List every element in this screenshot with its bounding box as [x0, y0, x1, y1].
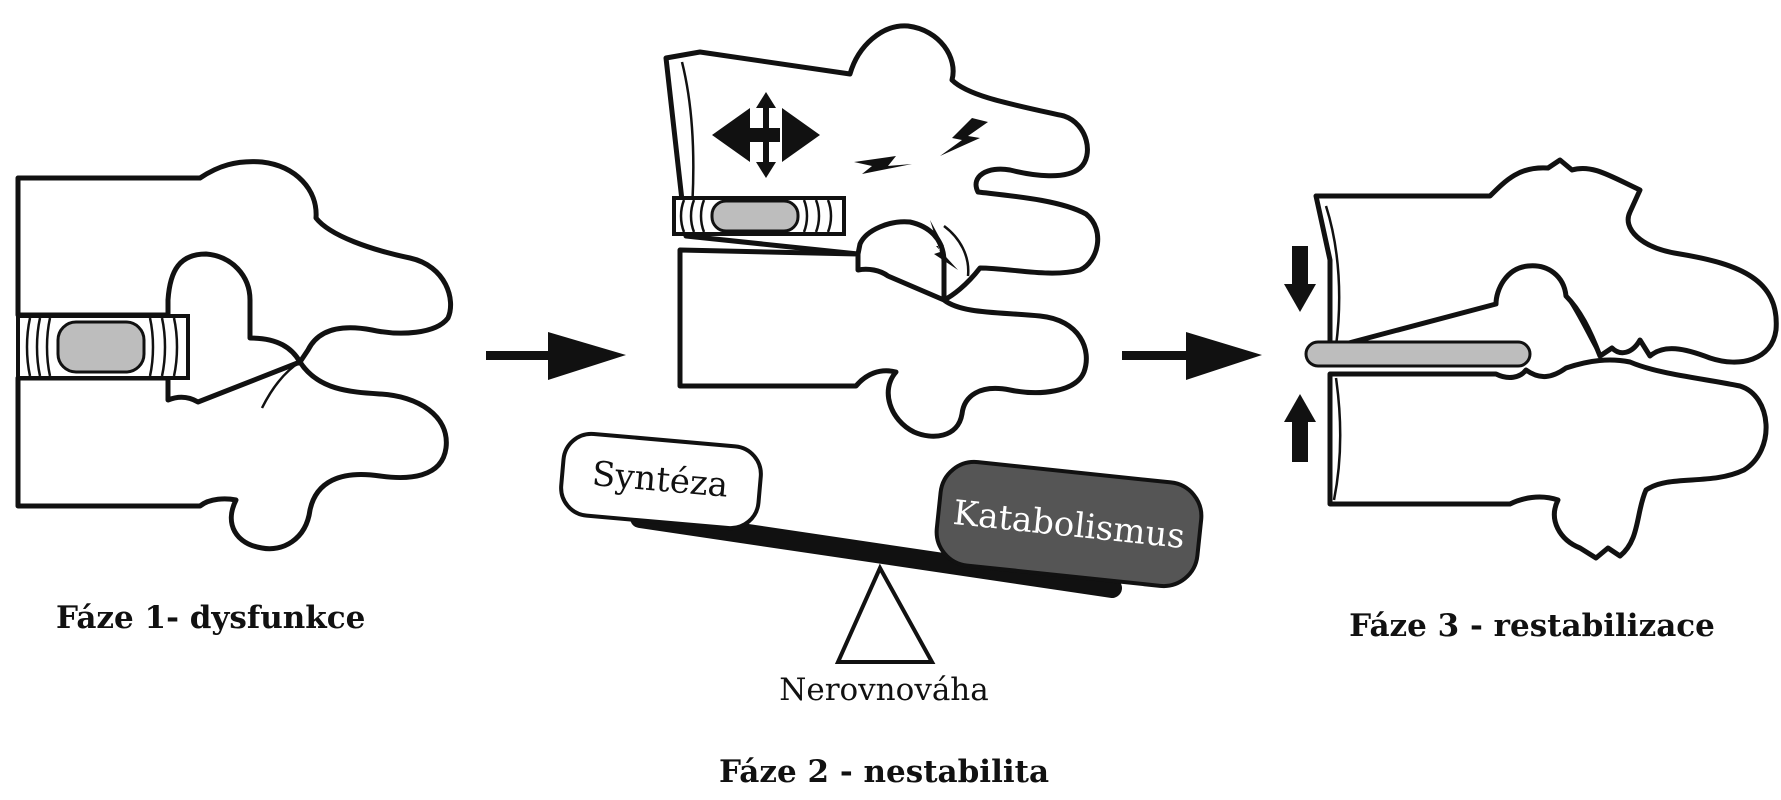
- phase2-vertebrae: [663, 23, 1101, 439]
- phase2-facet-joint: [943, 225, 970, 277]
- fulcrum-label: Nerovnováha: [779, 672, 989, 708]
- phase1-label: Fáze 1- dysfunkce: [56, 600, 365, 636]
- balance-fulcrum: [834, 563, 936, 664]
- right-arrow-icon: [486, 332, 626, 380]
- phase1-nucleus: [56, 320, 146, 374]
- phase3-facet-joint: [1564, 295, 1602, 357]
- katabolismus-box: Katabolismus: [934, 459, 1204, 589]
- phase3-collapsed-disc: [1304, 340, 1532, 368]
- phase2-lower-vertebra: [677, 247, 1089, 439]
- phase1-vertebrae: [15, 159, 454, 552]
- balance-scale: Syntéza Katabolismus Nerovnováha: [559, 431, 1204, 708]
- phase3-vertebrae: [1304, 157, 1779, 561]
- phase2-annulus-rings: [679, 199, 833, 233]
- phase1-lower-vertebra: [15, 359, 449, 552]
- right-arrow-icon: [1122, 332, 1262, 380]
- phase1-upper-vertebra: [15, 159, 454, 365]
- phase3-label: Fáze 3 - restabilizace: [1349, 608, 1715, 644]
- phase3-anterior-outline-lower: [1332, 377, 1342, 501]
- phase1-annulus-rings: [25, 317, 179, 377]
- phase1-facet-joint: [260, 360, 301, 409]
- four-way-arrow-icon: [712, 92, 820, 178]
- down-arrow-icon: [1284, 246, 1316, 312]
- phase3-anterior-outline-upper: [1324, 205, 1341, 347]
- up-arrow-icon: [1284, 394, 1316, 462]
- synteza-box: Syntéza: [559, 431, 763, 531]
- phase3-upper-vertebra: [1313, 157, 1779, 365]
- phase3-lower-vertebra: [1327, 357, 1769, 561]
- lightning-bolt-icon: [854, 118, 988, 270]
- phase2-nucleus: [710, 199, 800, 233]
- phase2-label: Fáze 2 - nestabilita: [719, 754, 1049, 790]
